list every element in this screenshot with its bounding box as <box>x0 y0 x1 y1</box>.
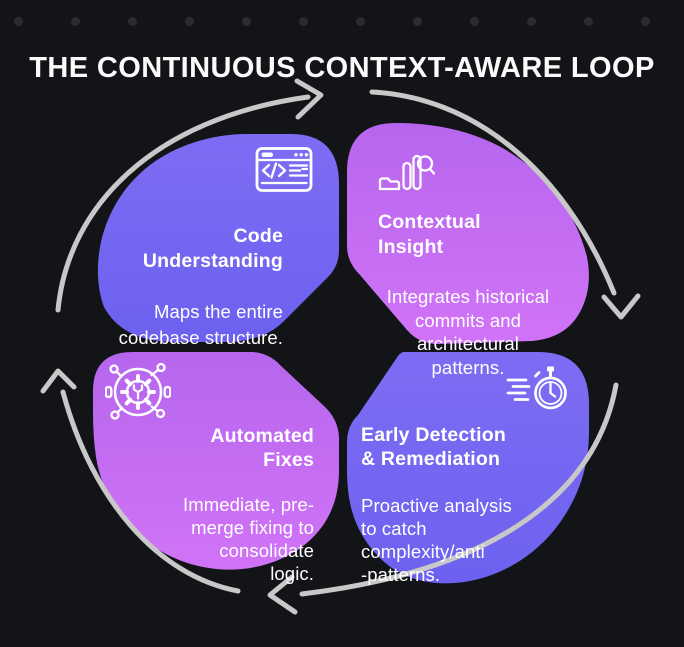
arrowhead-down-icon <box>601 293 641 320</box>
decor-dot <box>14 16 23 26</box>
petal-title: Contextual Insight <box>378 211 481 258</box>
arrowhead-up-icon <box>40 368 77 394</box>
decor-dot <box>71 16 80 26</box>
petal-title: Code Understanding <box>142 225 283 272</box>
petal-block-contextual-insight: Contextual Insight Integrates historical… <box>378 192 558 397</box>
decor-dot <box>584 16 593 26</box>
petal-block-automated-fixes: Automated Fixes Immediate, pre- merge fi… <box>120 407 314 603</box>
decor-dot <box>470 16 479 26</box>
petal-body: Maps the entire codebase structure. <box>118 301 283 348</box>
decor-dot <box>242 16 251 26</box>
stopwatch-icon <box>506 366 567 410</box>
top-arrow <box>369 89 641 320</box>
decor-dot <box>185 16 194 26</box>
petal-body: Proactive analysis to catch complexity/a… <box>361 495 512 585</box>
petal-contextual-insight <box>347 123 589 344</box>
arrowhead-left-icon <box>267 574 298 615</box>
decor-dot <box>527 16 536 26</box>
decor-dot <box>356 16 365 26</box>
petal-code-understanding <box>97 134 339 342</box>
automation-gear-icon <box>105 362 171 420</box>
decor-dot <box>641 16 650 26</box>
decor-dot <box>413 16 422 26</box>
page-title: THE CONTINUOUS CONTEXT-AWARE LOOP <box>29 52 655 85</box>
arrowhead-right-icon <box>294 78 324 120</box>
chart-search-icon <box>378 154 435 191</box>
decor-dot <box>128 16 137 26</box>
petal-block-code-understanding: Code Understanding Maps the entire codeb… <box>60 206 283 368</box>
browser-code-icon <box>255 147 313 192</box>
petal-early-detection <box>347 352 589 584</box>
decor-dot <box>299 16 308 26</box>
right-arrow <box>267 382 619 615</box>
petal-block-early-detection: Early Detection & Remediation Proactive … <box>361 406 556 604</box>
petal-body: Integrates historical commits and archit… <box>386 286 550 378</box>
petal-body: Immediate, pre- merge fixing to consolid… <box>182 494 314 584</box>
petal-title: Early Detection & Remediation <box>361 424 506 470</box>
bottom-arrow <box>40 368 241 594</box>
top-dots-row <box>14 16 650 26</box>
petal-title: Automated Fixes <box>210 425 314 471</box>
left-arrow <box>55 78 324 313</box>
